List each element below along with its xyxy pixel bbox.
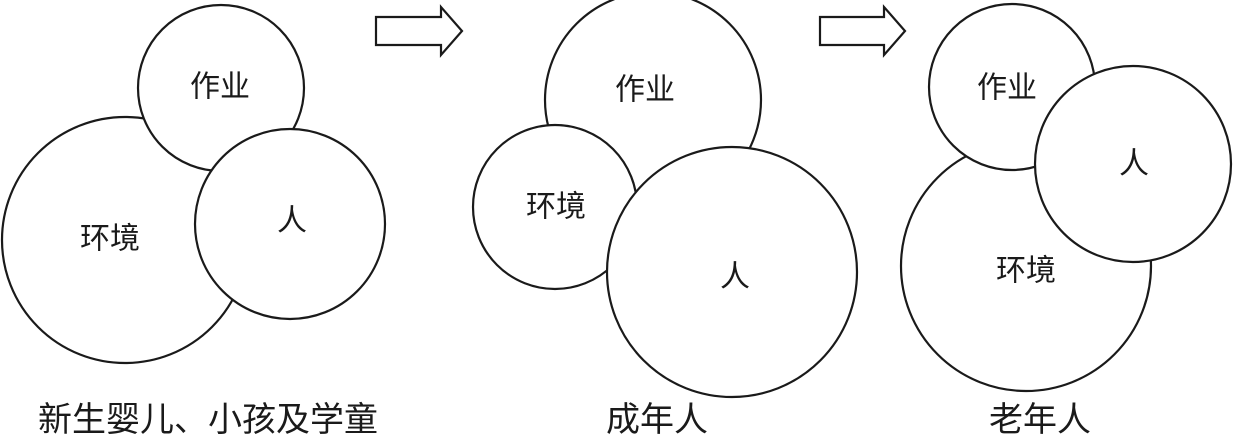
person-circle	[193, 127, 387, 321]
person-circle	[605, 145, 859, 399]
right-arrow-icon	[818, 4, 907, 58]
environment-label: 环境	[996, 254, 1056, 289]
person-label: 人	[1119, 147, 1149, 182]
environment-label: 环境	[526, 190, 586, 225]
group-adults: 作业 环境 人 成年人	[471, 0, 859, 440]
group-caption: 新生婴儿、小孩及学童	[38, 400, 378, 440]
occupation-label: 作业	[977, 71, 1037, 106]
group-children: 环境 作业 人 新生婴儿、小孩及学童	[0, 3, 387, 440]
group-caption: 成年人	[606, 400, 708, 440]
group-caption: 老年人	[989, 400, 1091, 440]
person-label: 人	[720, 260, 750, 295]
occupation-label: 作业	[190, 70, 250, 105]
person-label: 人	[277, 204, 307, 239]
group-elderly: 环境 作业 人 老年人	[899, 2, 1233, 440]
occupation-label: 作业	[615, 73, 675, 108]
person-circle	[1033, 64, 1233, 264]
right-arrow-icon	[374, 4, 464, 58]
environment-label: 环境	[80, 222, 140, 257]
